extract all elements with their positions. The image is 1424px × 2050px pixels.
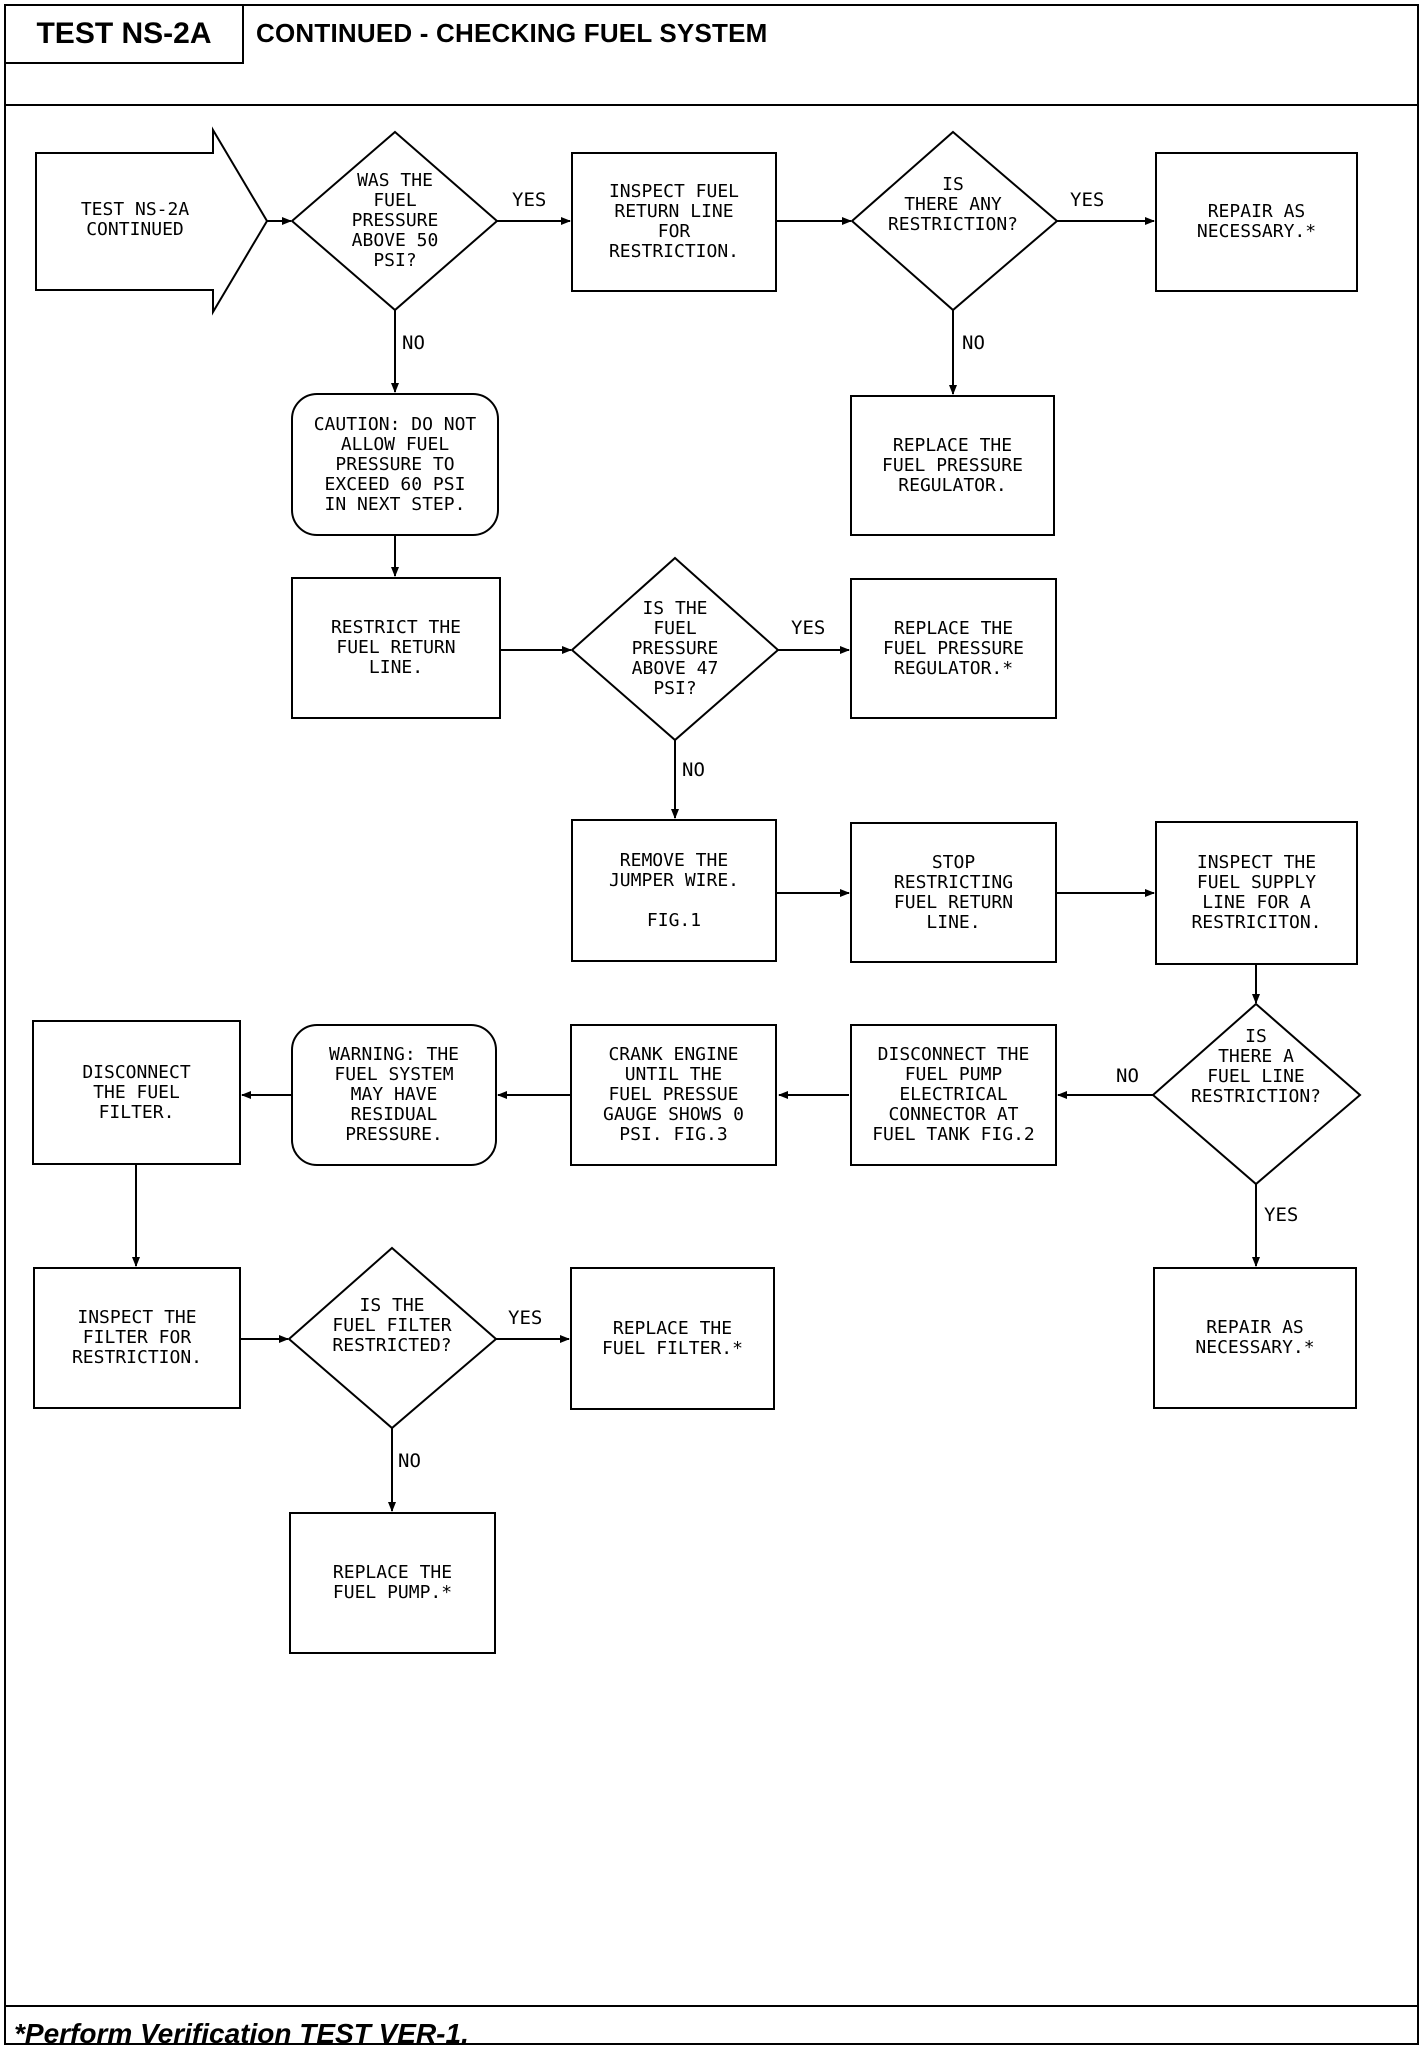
inspect-filter-box: INSPECT THE FILTER FOR RESTRICTION. [33,1267,241,1409]
label-d1-no: NO [402,332,425,354]
label-d4-no: NO [1116,1065,1139,1087]
caution-note: CAUTION: DO NOT ALLOW FUEL PRESSURE TO E… [291,393,499,536]
label-d5-no: NO [398,1450,421,1472]
decision-any-restriction: IS THERE ANY RESTRICTION? [887,174,1019,235]
page-frame [4,4,1419,2045]
replace-fuel-filter-box: REPLACE THE FUEL FILTER.* [570,1267,775,1410]
footer-note: *Perform Verification TEST VER-1. [14,2018,469,2049]
label-d3-yes: YES [791,617,826,639]
crank-engine-box: CRANK ENGINE UNTIL THE FUEL PRESSUE GAUG… [570,1024,777,1166]
label-d3-no: NO [682,759,705,781]
label-d2-yes: YES [1070,189,1105,211]
header-divider [6,104,1417,106]
inspect-supply-line-box: INSPECT THE FUEL SUPPLY LINE FOR A RESTR… [1155,821,1358,965]
disconnect-filter-box: DISCONNECT THE FUEL FILTER. [32,1020,241,1165]
warning-note: WARNING: THE FUEL SYSTEM MAY HAVE RESIDU… [291,1024,497,1166]
decision-pressure-above-47: IS THE FUEL PRESSURE ABOVE 47 PSI? [631,598,719,699]
replace-regulator-box-1: REPLACE THE FUEL PRESSURE REGULATOR. [850,395,1055,536]
replace-regulator-box-2: REPLACE THE FUEL PRESSURE REGULATOR.* [850,578,1057,719]
label-d5-yes: YES [508,1307,543,1329]
decision-pressure-above-50: WAS THE FUEL PRESSURE ABOVE 50 PSI? [351,170,439,271]
start-node-text: TEST NS-2A CONTINUED [80,199,190,240]
repair-as-necessary-box-2: REPAIR AS NECESSARY.* [1153,1267,1357,1409]
label-d1-yes: YES [512,189,547,211]
test-id-label: TEST NS-2A [6,6,244,64]
page-title: CONTINUED - CHECKING FUEL SYSTEM [256,18,768,48]
decision-filter-restricted: IS THE FUEL FILTER RESTRICTED? [332,1295,452,1356]
decision-fuel-line-restriction: IS THERE A FUEL LINE RESTRICTION? [1190,1026,1322,1107]
footer-divider [6,2005,1417,2007]
start-arrow-shape [35,126,269,316]
inspect-return-line-box: INSPECT FUEL RETURN LINE FOR RESTRICTION… [571,152,777,292]
restrict-return-line-box: RESTRICT THE FUEL RETURN LINE. [291,577,501,719]
replace-fuel-pump-box: REPLACE THE FUEL PUMP.* [289,1512,496,1654]
repair-as-necessary-box-1: REPAIR AS NECESSARY.* [1155,152,1358,292]
remove-jumper-wire-box: REMOVE THE JUMPER WIRE. FIG.1 [571,819,777,962]
disconnect-pump-connector-box: DISCONNECT THE FUEL PUMP ELECTRICAL CONN… [850,1024,1057,1166]
stop-restricting-box: STOP RESTRICTING FUEL RETURN LINE. [850,822,1057,963]
label-d4-yes: YES [1264,1204,1299,1226]
label-d2-no: NO [962,332,985,354]
